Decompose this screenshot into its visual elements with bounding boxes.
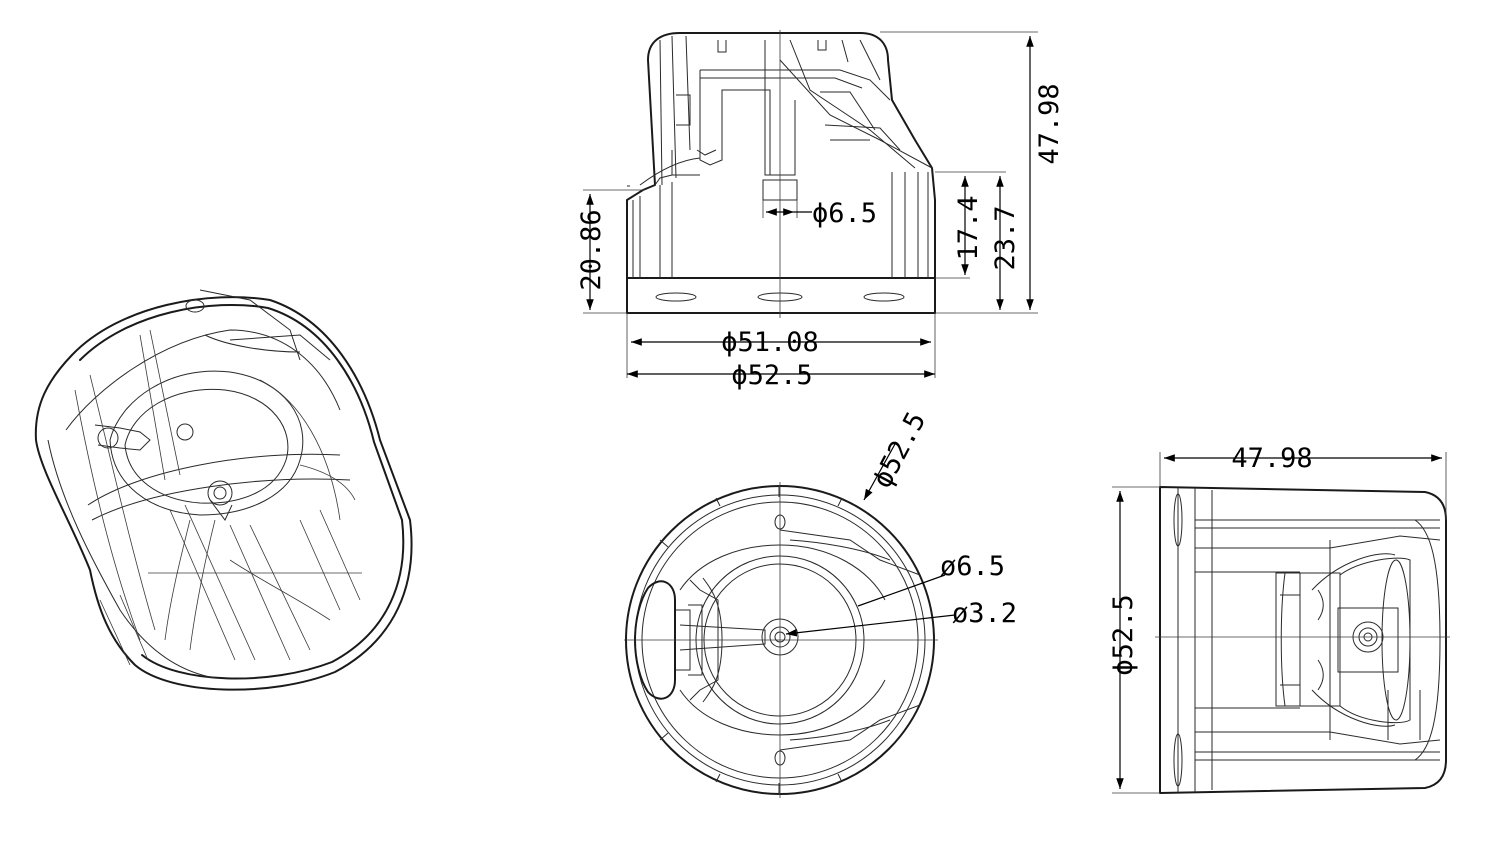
dim-bottom-bore-diameter: ø6.5 [940,551,1005,582]
dim-front-height-total: 47.98 [1034,83,1065,164]
bottom-view: ϕ52.5 ø6.5 ø3.2 [624,407,1017,798]
dim-side-length: 47.98 [1231,443,1312,474]
dim-bottom-outer-diameter: ϕ52.5 [867,407,933,493]
dim-bottom-hole-diameter: ø3.2 [952,598,1017,629]
dim-front-bore-diameter: ϕ6.5 [812,198,877,229]
dim-front-depth-inner: 17.4 [953,195,984,260]
dim-front-inner-diameter: ϕ51.08 [721,327,819,358]
side-view: 47.98 ϕ52.5 [1108,443,1450,794]
dim-front-outer-diameter: ϕ52.5 [731,360,812,391]
front-view: 47.98 23.7 17.4 20.86 ϕ6.5 ϕ51.08 ϕ52.5 [576,30,1065,391]
dim-side-diameter: ϕ52.5 [1108,594,1139,675]
isometric-view [34,289,413,691]
dim-front-base-height: 20.86 [576,209,607,290]
dim-front-depth-outer: 23.7 [990,205,1021,270]
